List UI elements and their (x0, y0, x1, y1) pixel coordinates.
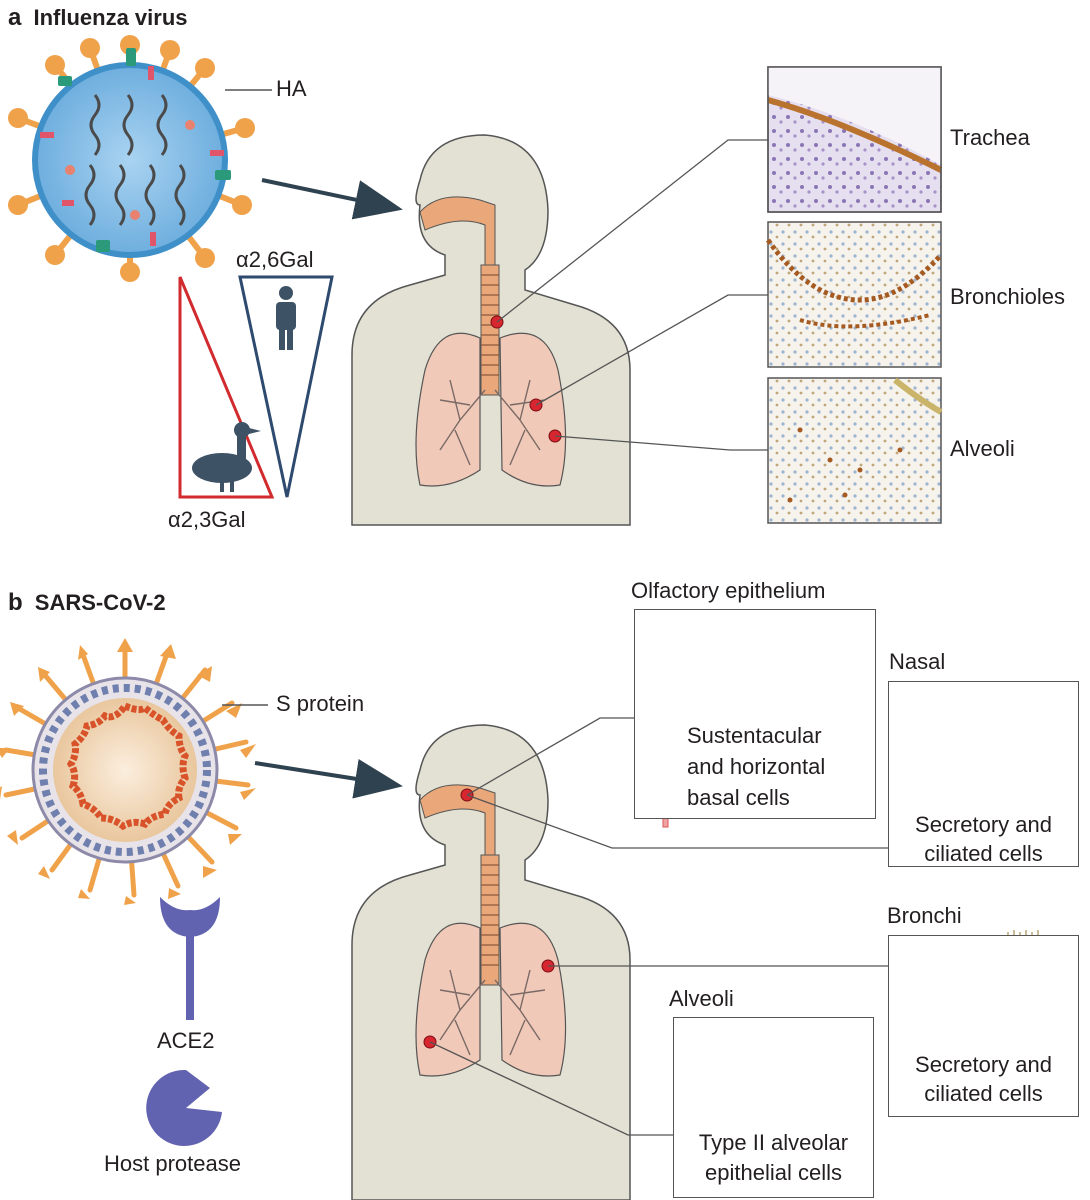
tissue-leaders-b (429, 717, 888, 1136)
histology-trachea (767, 66, 943, 213)
alveoli-panel (673, 1017, 874, 1198)
panel-b-heading: b SARS-CoV-2 (8, 587, 166, 618)
nasal-panel (888, 681, 1079, 867)
tissue-leaders-a (496, 139, 768, 451)
alveoli-b-title: Alveoli (669, 986, 734, 1011)
alveoli-caption: Type II alveolar epithelial cells (673, 1128, 874, 1188)
panel-b-letter: b (8, 589, 23, 616)
bronchi-panel (888, 935, 1079, 1117)
alveoli-caption-line: epithelial cells (705, 1160, 842, 1185)
panel-a-title: Influenza virus (33, 5, 188, 30)
olfactory-title: Olfactory epithelium (631, 578, 826, 603)
ace2-receptor-icon (160, 897, 220, 1020)
infection-arrow-b (254, 759, 403, 799)
infection-arrow-a (261, 178, 403, 220)
sars-cov-2-virion (0, 638, 256, 905)
receptor-avian-label: α2,3Gal (168, 507, 246, 532)
bronchi-title: Bronchi (887, 903, 962, 928)
host-protease-icon (146, 1069, 222, 1146)
histology-alveoli (767, 377, 943, 524)
alveoli-caption-line: Type II alveolar (698, 1130, 849, 1155)
human-gradient-triangle (238, 275, 334, 498)
nasal-title: Nasal (889, 649, 946, 674)
trachea-rings-b (480, 854, 500, 986)
olfactory-caption-line: basal cells (687, 785, 790, 810)
olfactory-caption: Sustentacular and horizontal basal cells (687, 720, 825, 813)
bronchi-caption-line: Secretory and (915, 1052, 1052, 1077)
olfactory-caption-line: Sustentacular (687, 723, 822, 748)
ha-label: HA (276, 76, 307, 101)
olfactory-caption-line: and horizontal (687, 754, 826, 779)
trachea-rings-a (480, 264, 500, 396)
bronchi-caption: Secretory and ciliated cells (888, 1050, 1079, 1108)
influenza-virion (8, 35, 255, 282)
olfactory-panel (634, 609, 876, 819)
tissue-label-trachea: Trachea (950, 125, 1030, 150)
bronchi-caption-line: ciliated cells (924, 1081, 1043, 1106)
histology-bronchioles (765, 221, 943, 368)
panel-a-letter: a (8, 4, 22, 31)
nasal-caption-line: ciliated cells (924, 841, 1043, 866)
human-icon (276, 286, 296, 350)
s-protein-label: S protein (276, 691, 365, 716)
avian-gradient-triangle (178, 276, 275, 499)
bronchial-tree-a (439, 379, 546, 466)
tissue-label-bronchioles: Bronchioles (950, 284, 1065, 309)
bronchial-tree-b (439, 969, 546, 1056)
ace2-label: ACE2 (157, 1028, 215, 1053)
panel-a-heading: a Influenza virus (8, 2, 188, 33)
nasal-caption-line: Secretory and (915, 812, 1052, 837)
goose-icon (192, 422, 261, 492)
nasal-caption: Secretory and ciliated cells (888, 810, 1079, 868)
host-protease-label: Host protease (104, 1151, 241, 1176)
panel-b-title: SARS-CoV-2 (34, 590, 166, 615)
tissue-label-alveoli: Alveoli (950, 436, 1015, 461)
receptor-human-label: α2,6Gal (236, 247, 314, 272)
left-lung-a (415, 332, 481, 487)
